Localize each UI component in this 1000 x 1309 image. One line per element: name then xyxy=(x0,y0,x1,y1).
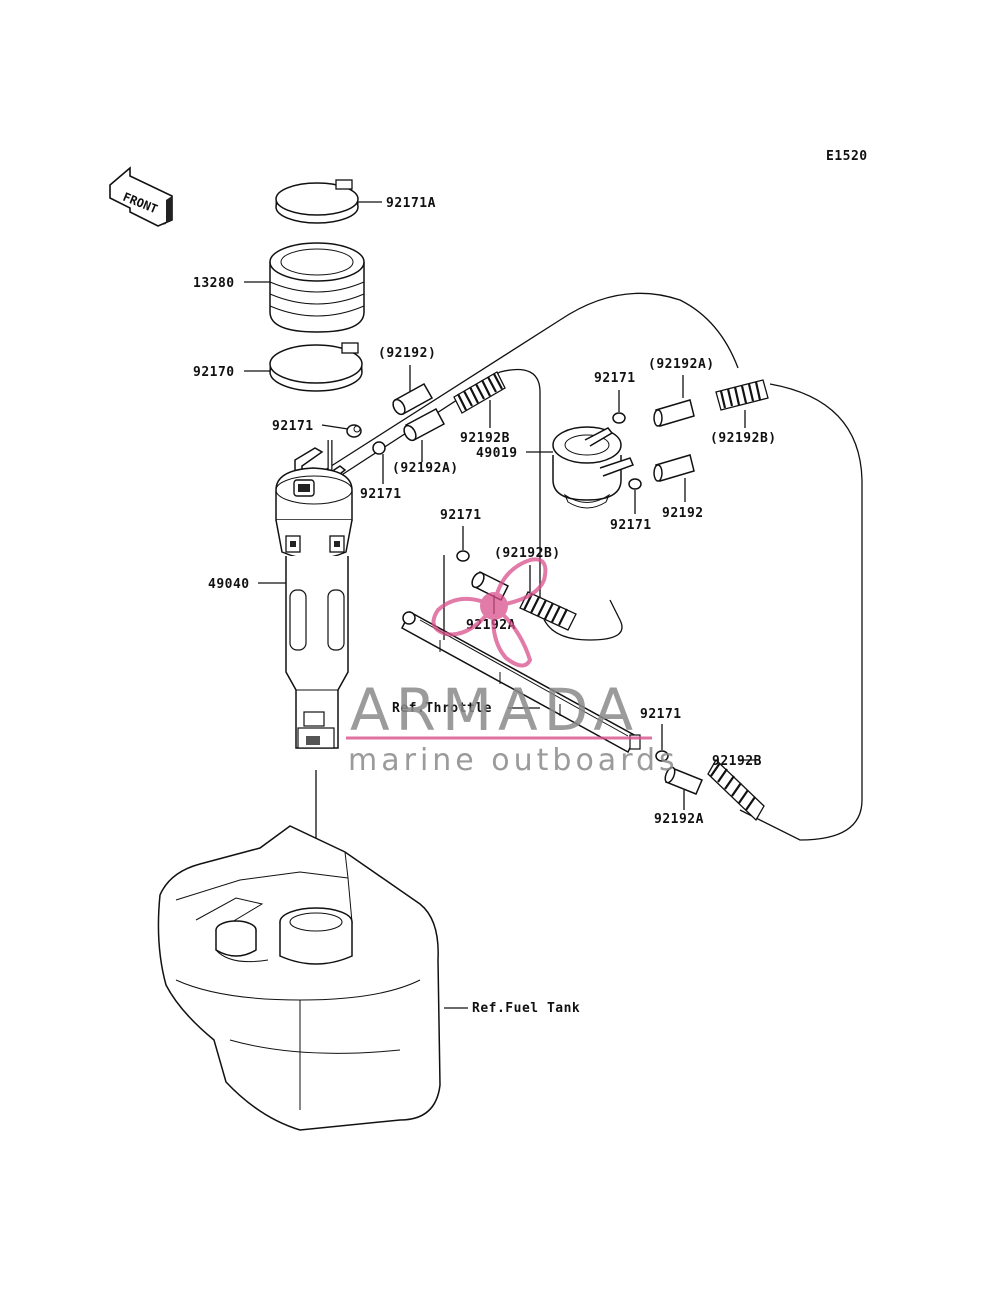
throttle-fuel-rail xyxy=(401,610,641,754)
label-92192: 92192 xyxy=(662,506,704,521)
label-92192B-a: 92192B xyxy=(460,431,510,446)
label-92192A-d: 92192A xyxy=(654,812,704,827)
diagram-code: E1520 xyxy=(826,149,868,164)
label-92192-top: (92192) xyxy=(378,346,436,361)
spring-92192B-filter xyxy=(715,379,769,411)
front-arrow-icon: FRONT xyxy=(109,166,173,227)
hose-92192-upper xyxy=(392,382,434,416)
label-92171A: 92171A xyxy=(386,196,436,211)
ref-throttle-label: Ref.Throttle xyxy=(392,701,492,716)
label-92170: 92170 xyxy=(193,365,235,380)
clip-92171-e xyxy=(628,478,642,490)
clip-92171-c xyxy=(456,550,470,562)
hose-92192-filter xyxy=(653,454,695,482)
hose-92192A-upper xyxy=(403,407,446,442)
propeller-logo-icon xyxy=(431,557,548,668)
boot-13280 xyxy=(269,242,365,333)
spring-92192B-rail xyxy=(519,591,577,631)
hose-92192A-filter xyxy=(653,399,695,427)
label-92192A-a: (92192A) xyxy=(392,461,459,476)
label-92192A-c: (92192A) xyxy=(648,357,715,372)
clip-92171-b xyxy=(372,441,386,455)
label-49019: 49019 xyxy=(476,446,518,461)
label-92171-a: 92171 xyxy=(272,419,314,434)
label-49040: 49040 xyxy=(208,577,250,592)
clip-92171-f xyxy=(655,750,669,762)
watermark: ARMADA marine outboards xyxy=(346,557,679,778)
label-92171-c: 92171 xyxy=(440,508,482,523)
clip-92171-a xyxy=(346,424,362,438)
clamp-92171A xyxy=(275,179,359,224)
label-92192B-d: 92192B xyxy=(712,754,762,769)
hose-loop-top xyxy=(324,292,739,471)
label-92171-d: 92171 xyxy=(594,371,636,386)
hose-loop-right xyxy=(739,383,863,841)
watermark-brand: ARMADA xyxy=(350,676,639,744)
label-92192B-b: (92192B) xyxy=(494,546,561,561)
fuel-tank xyxy=(157,825,441,1131)
label-92171-f: 92171 xyxy=(640,707,682,722)
ref-fuel-tank-label: Ref.Fuel Tank xyxy=(472,1001,580,1016)
label-13280: 13280 xyxy=(193,276,235,291)
spring-92192B-upper xyxy=(453,371,506,414)
clip-92171-d xyxy=(612,412,626,424)
hose-92192A-lower xyxy=(664,766,703,795)
spring-92192B-lower xyxy=(707,758,765,822)
clamp-92170 xyxy=(269,342,363,392)
hose-to-filter xyxy=(336,368,541,479)
label-92171-e: 92171 xyxy=(610,518,652,533)
watermark-tagline: marine outboards xyxy=(348,743,679,778)
fuel-pump-49040 xyxy=(275,440,353,749)
fuel-filter-49019 xyxy=(552,426,635,509)
label-92171-b: 92171 xyxy=(360,487,402,502)
label-92192B-c: (92192B) xyxy=(710,431,777,446)
